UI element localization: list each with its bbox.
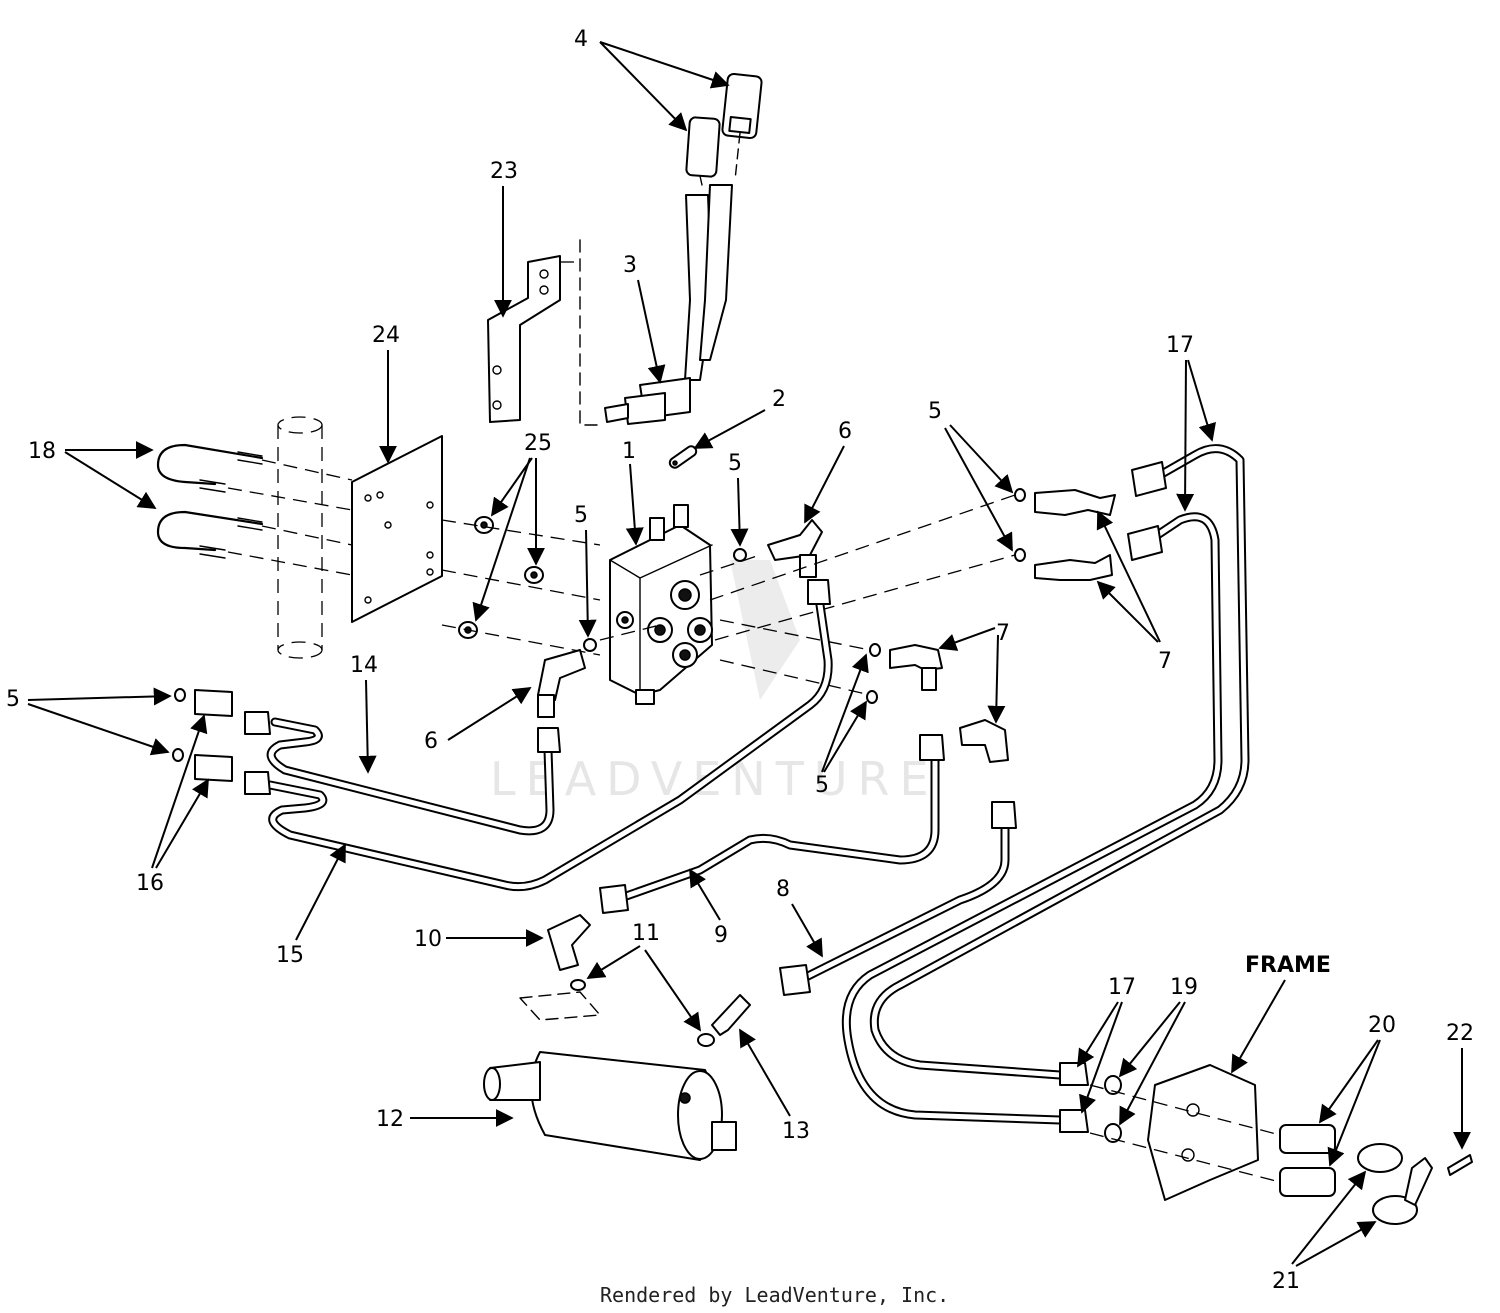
callout-5-mid: 5 [815,773,829,798]
callout-25: 25 [524,431,552,456]
part-fittings [172,488,1116,782]
render-credit: Rendered by LeadVenture, Inc. [600,1283,949,1307]
callout-5-left: 5 [6,687,20,712]
callout-5-valve: 5 [728,451,742,476]
callout-1: 1 [622,439,636,464]
part-frame-bracket [1089,1064,1473,1225]
part-control-levers [579,72,763,426]
callout-11: 11 [632,921,660,946]
part-hydraulic-tubes [244,444,1250,1133]
part-u-bolts-18 [156,443,353,576]
callout-24: 24 [372,323,400,348]
part-mounting-plate-24 [351,435,443,623]
callout-20: 20 [1368,1013,1396,1038]
callout-23: 23 [490,159,518,184]
callouts: 4 23 3 24 2 18 25 1 5 6 5 [6,27,1474,1294]
callout-9: 9 [714,923,728,948]
callout-4: 4 [574,27,588,52]
callout-15: 15 [276,943,304,968]
callout-17-top: 17 [1166,333,1194,358]
callout-8: 8 [776,877,790,902]
part-link-2 [668,445,698,469]
assembly-guide-lines [599,494,1016,696]
callout-7-right: 7 [1158,649,1172,674]
part-mounting-post [277,416,323,659]
part-cylinder-fittings [519,914,751,1047]
callout-6-lower: 6 [424,729,438,754]
frame-label: FRAME [1245,953,1331,978]
callout-18: 18 [28,439,56,464]
callout-22: 22 [1446,1021,1474,1046]
part-washers-25 [441,516,601,656]
part-hydraulic-cylinder-12 [483,1051,737,1161]
part-control-valve-1 [609,504,713,705]
callout-2: 2 [772,387,786,412]
callout-6-upper: 6 [838,419,852,444]
callout-17-bottom: 17 [1108,975,1136,1000]
callout-3: 3 [623,253,637,278]
watermark: LEADVENTURE [490,560,929,806]
callout-5-lower: 5 [574,503,588,528]
callout-10: 10 [414,927,442,952]
callout-13: 13 [782,1119,810,1144]
callout-14: 14 [350,653,378,678]
callout-7-mid: 7 [996,621,1010,646]
callout-19: 19 [1170,975,1198,1000]
part-bracket-23 [487,255,578,423]
callout-21: 21 [1272,1269,1300,1294]
callout-12: 12 [376,1107,404,1132]
callout-5-right: 5 [928,399,942,424]
callout-16: 16 [136,871,164,896]
